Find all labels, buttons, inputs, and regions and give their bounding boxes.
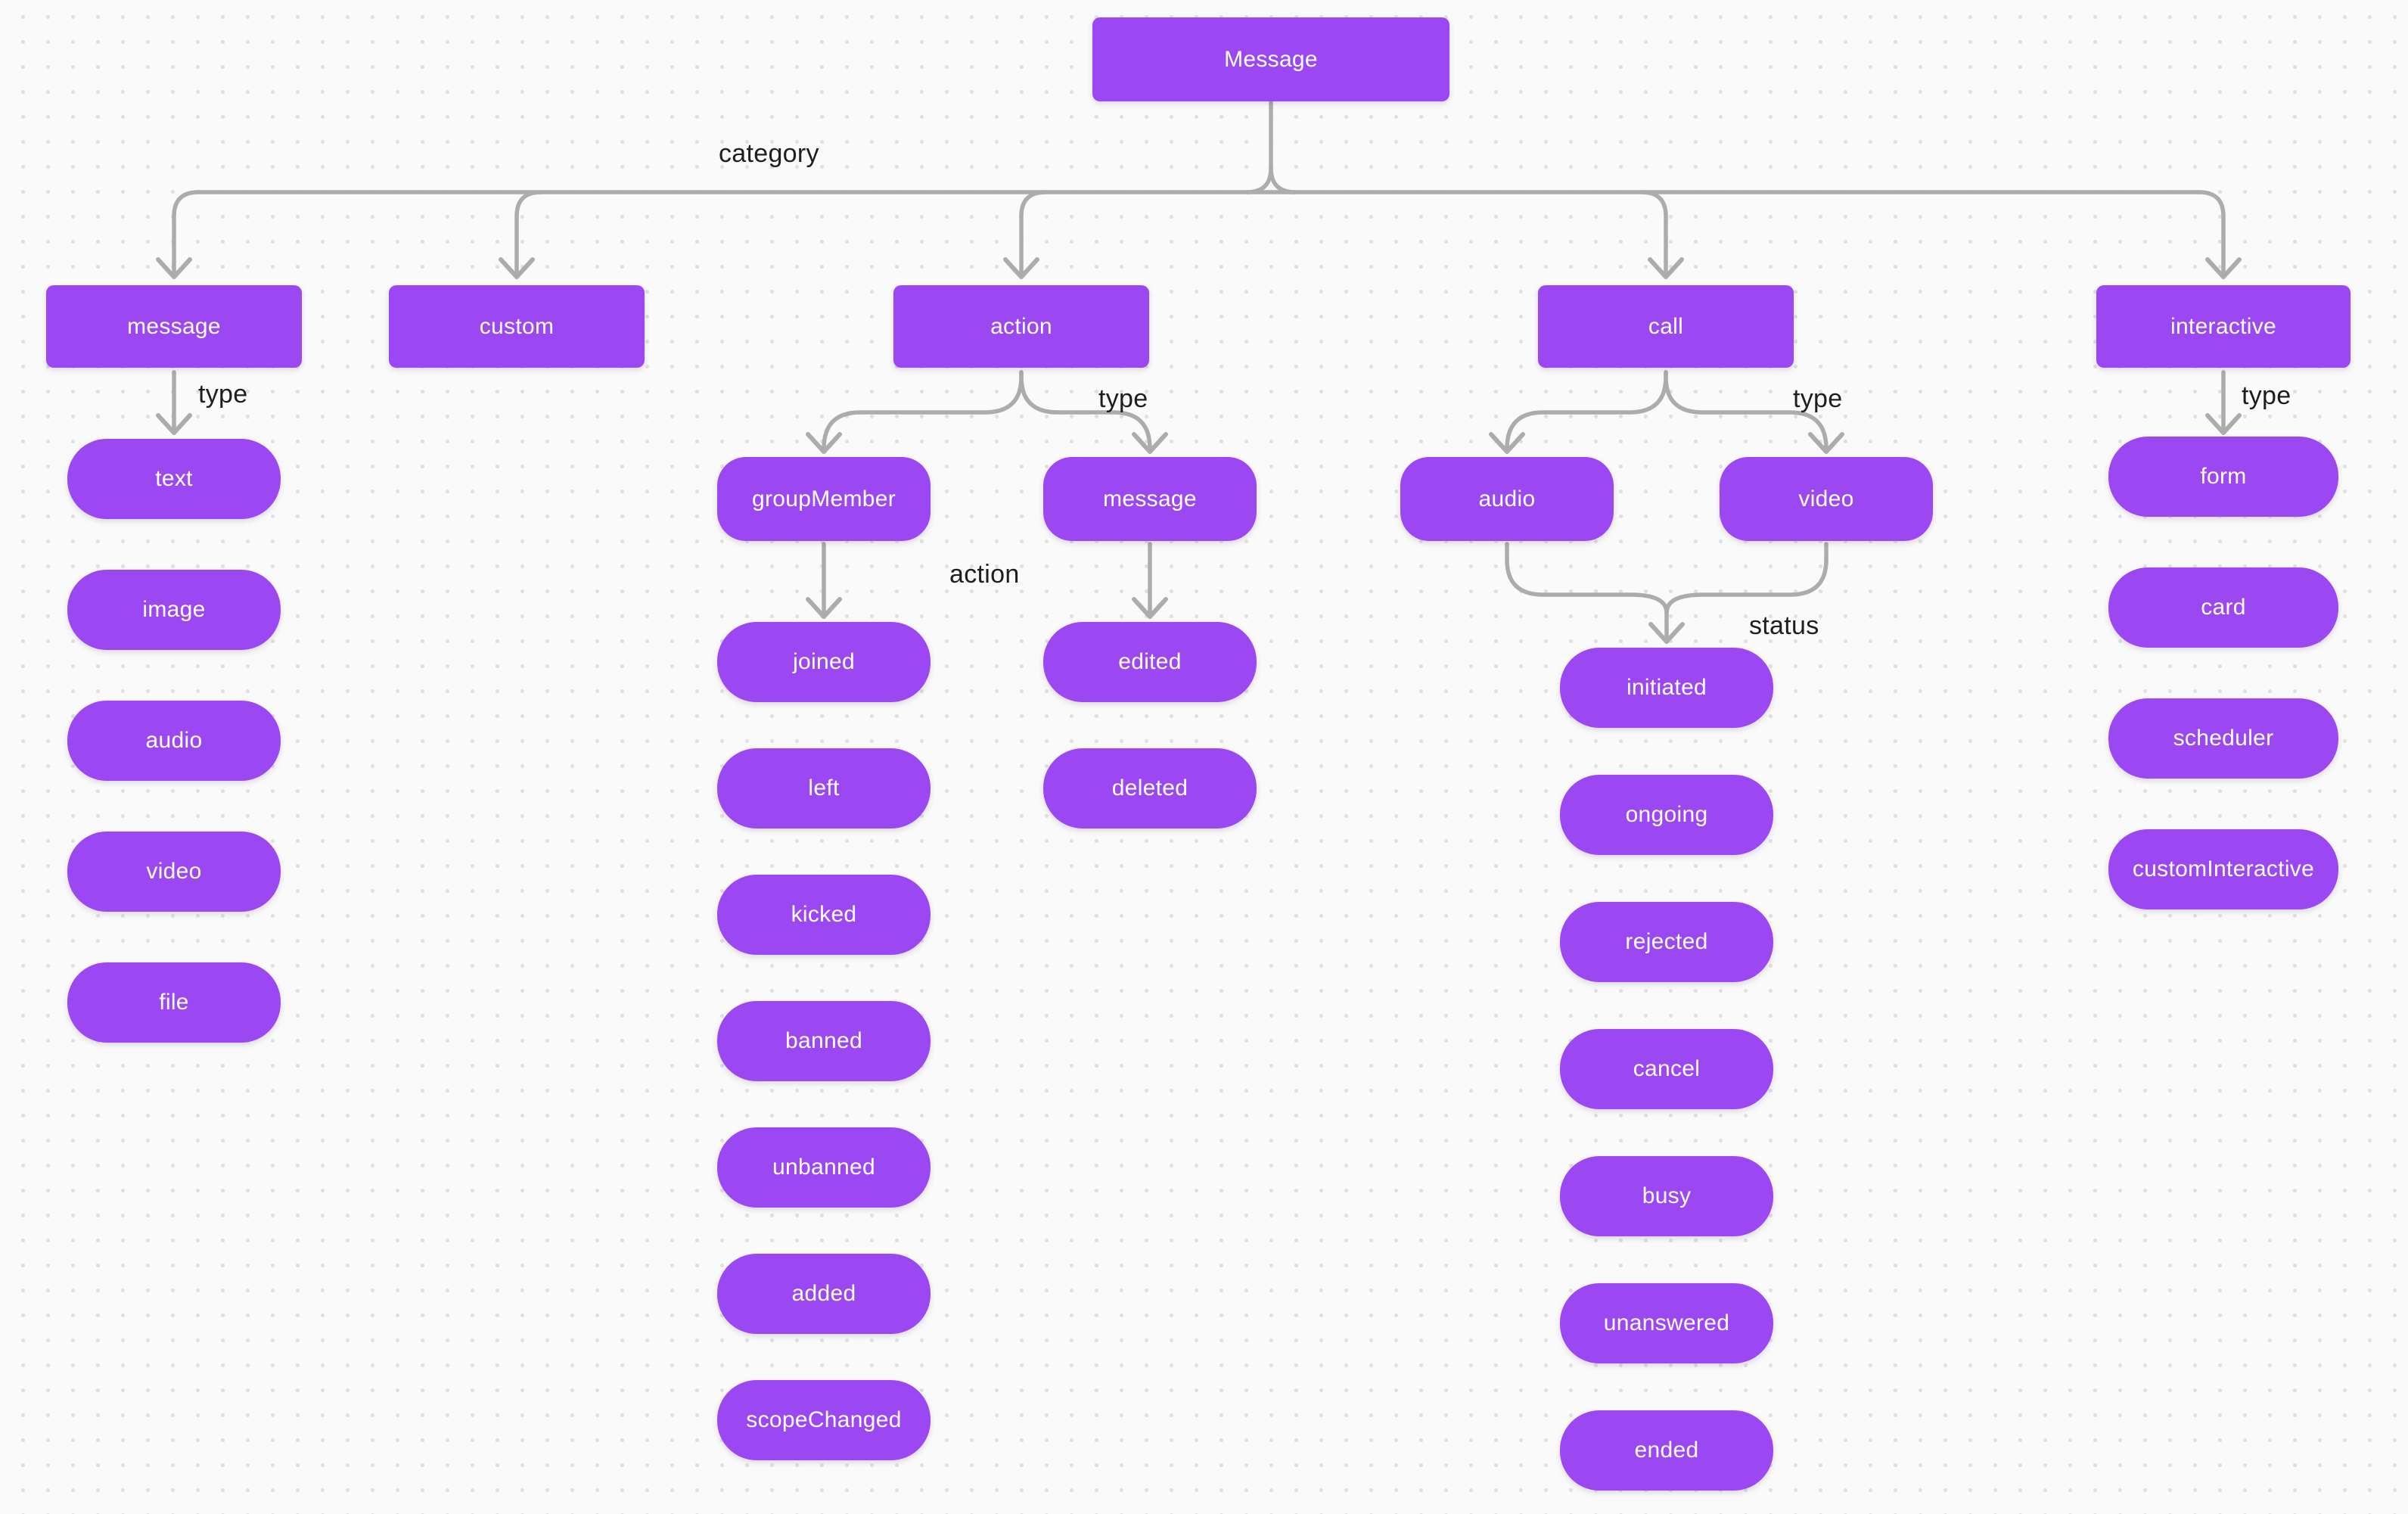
node-cat-message[interactable]: message <box>46 285 302 368</box>
node-callstatus-initiated[interactable]: initiated <box>1560 648 1773 728</box>
node-callstatus-rejected[interactable]: rejected <box>1560 902 1773 982</box>
node-msgtype-audio[interactable]: audio <box>67 701 281 781</box>
arrowhead-icon-0 <box>156 257 192 279</box>
edge-label-category[interactable]: category <box>719 139 819 168</box>
node-msgaction-deleted[interactable]: deleted <box>1043 748 1257 829</box>
node-inttype-custominteractive[interactable]: customInteractive <box>2108 829 2338 909</box>
edge-merge-audio <box>1505 542 1669 644</box>
arrowhead-icon-12 <box>1132 597 1168 619</box>
node-message-root[interactable]: Message <box>1092 17 1449 101</box>
edge-drop-action <box>1019 190 1048 279</box>
node-groupaction-scopechanged[interactable]: scopeChanged <box>717 1380 931 1460</box>
edge-trunk-flare-left <box>1244 166 1273 194</box>
edge-label-type-action[interactable]: type <box>1098 384 1148 413</box>
edge-trunk-flare-right <box>1269 166 1297 194</box>
edge-label-type-interactive[interactable]: type <box>2242 381 2291 410</box>
node-callstatus-busy[interactable]: busy <box>1560 1156 1773 1236</box>
arrowhead-icon-11 <box>806 597 842 619</box>
node-groupaction-left[interactable]: left <box>717 748 931 829</box>
edge-drop-message <box>172 190 200 279</box>
node-groupaction-added[interactable]: added <box>717 1254 931 1334</box>
arrowhead-icon-5 <box>156 413 192 435</box>
edge-drop-custom <box>514 190 543 279</box>
arrowhead-icon-13 <box>1648 622 1685 644</box>
arrowhead-icon-7 <box>806 432 842 454</box>
node-actiontype-message[interactable]: message <box>1043 457 1257 541</box>
node-callstatus-ended[interactable]: ended <box>1560 1410 1773 1491</box>
node-callstatus-cancel[interactable]: cancel <box>1560 1029 1773 1109</box>
arrowhead-icon-1 <box>499 257 535 279</box>
node-calltype-audio[interactable]: audio <box>1400 457 1614 541</box>
node-inttype-scheduler[interactable]: scheduler <box>2108 698 2338 779</box>
edge-label-type-message[interactable]: type <box>198 380 248 409</box>
arrowhead-icon-4 <box>2205 257 2242 279</box>
edge-split-action-left <box>822 370 1024 454</box>
edge-split-call-left <box>1505 370 1668 454</box>
node-msgtype-video[interactable]: video <box>67 832 281 912</box>
node-groupaction-joined[interactable]: joined <box>717 622 931 702</box>
node-cat-custom[interactable]: custom <box>389 285 645 368</box>
arrowhead-icon-2 <box>1003 257 1039 279</box>
edge-label-type-call[interactable]: type <box>1793 384 1843 413</box>
node-actiontype-groupmember[interactable]: groupMember <box>717 457 931 541</box>
edge-merge-video <box>1664 542 1829 615</box>
node-cat-action[interactable]: action <box>893 285 1149 368</box>
arrowhead-icon-3 <box>1648 257 1684 279</box>
node-cat-interactive[interactable]: interactive <box>2096 285 2351 368</box>
edge-label-status[interactable]: status <box>1749 611 1819 640</box>
node-cat-call[interactable]: call <box>1538 285 1794 368</box>
node-callstatus-unanswered[interactable]: unanswered <box>1560 1283 1773 1363</box>
node-inttype-card[interactable]: card <box>2108 567 2338 648</box>
node-groupaction-kicked[interactable]: kicked <box>717 875 931 955</box>
node-msgtype-text[interactable]: text <box>67 439 281 519</box>
edge-drop-interactive <box>2197 190 2226 279</box>
node-msgtype-file[interactable]: file <box>67 962 281 1043</box>
node-inttype-form[interactable]: form <box>2108 437 2338 517</box>
node-msgaction-edited[interactable]: edited <box>1043 622 1257 702</box>
node-msgtype-image[interactable]: image <box>67 570 281 650</box>
arrowhead-icon-10 <box>1808 432 1844 454</box>
edge-label-action[interactable]: action <box>949 560 1020 589</box>
node-groupaction-banned[interactable]: banned <box>717 1001 931 1081</box>
arrowhead-icon-6 <box>2205 413 2242 435</box>
arrowhead-icon-8 <box>1132 432 1168 454</box>
node-calltype-video[interactable]: video <box>1720 457 1933 541</box>
node-groupaction-unbanned[interactable]: unbanned <box>717 1127 931 1208</box>
node-callstatus-ongoing[interactable]: ongoing <box>1560 775 1773 855</box>
edge-drop-call <box>1639 190 1668 279</box>
arrowhead-icon-9 <box>1489 432 1525 454</box>
